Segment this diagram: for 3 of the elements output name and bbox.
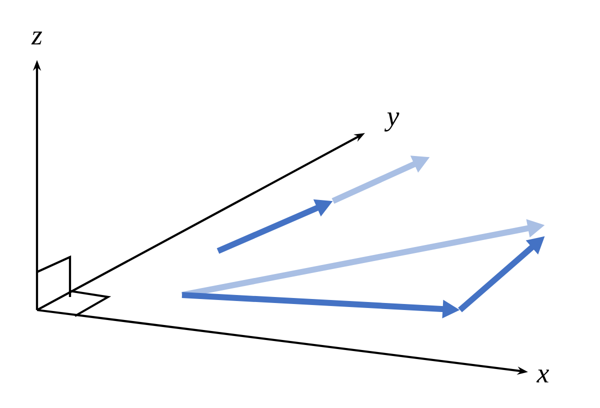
axis-label: x bbox=[536, 370, 550, 382]
axis-label: z bbox=[31, 32, 42, 44]
axis-label: y bbox=[384, 112, 400, 132]
